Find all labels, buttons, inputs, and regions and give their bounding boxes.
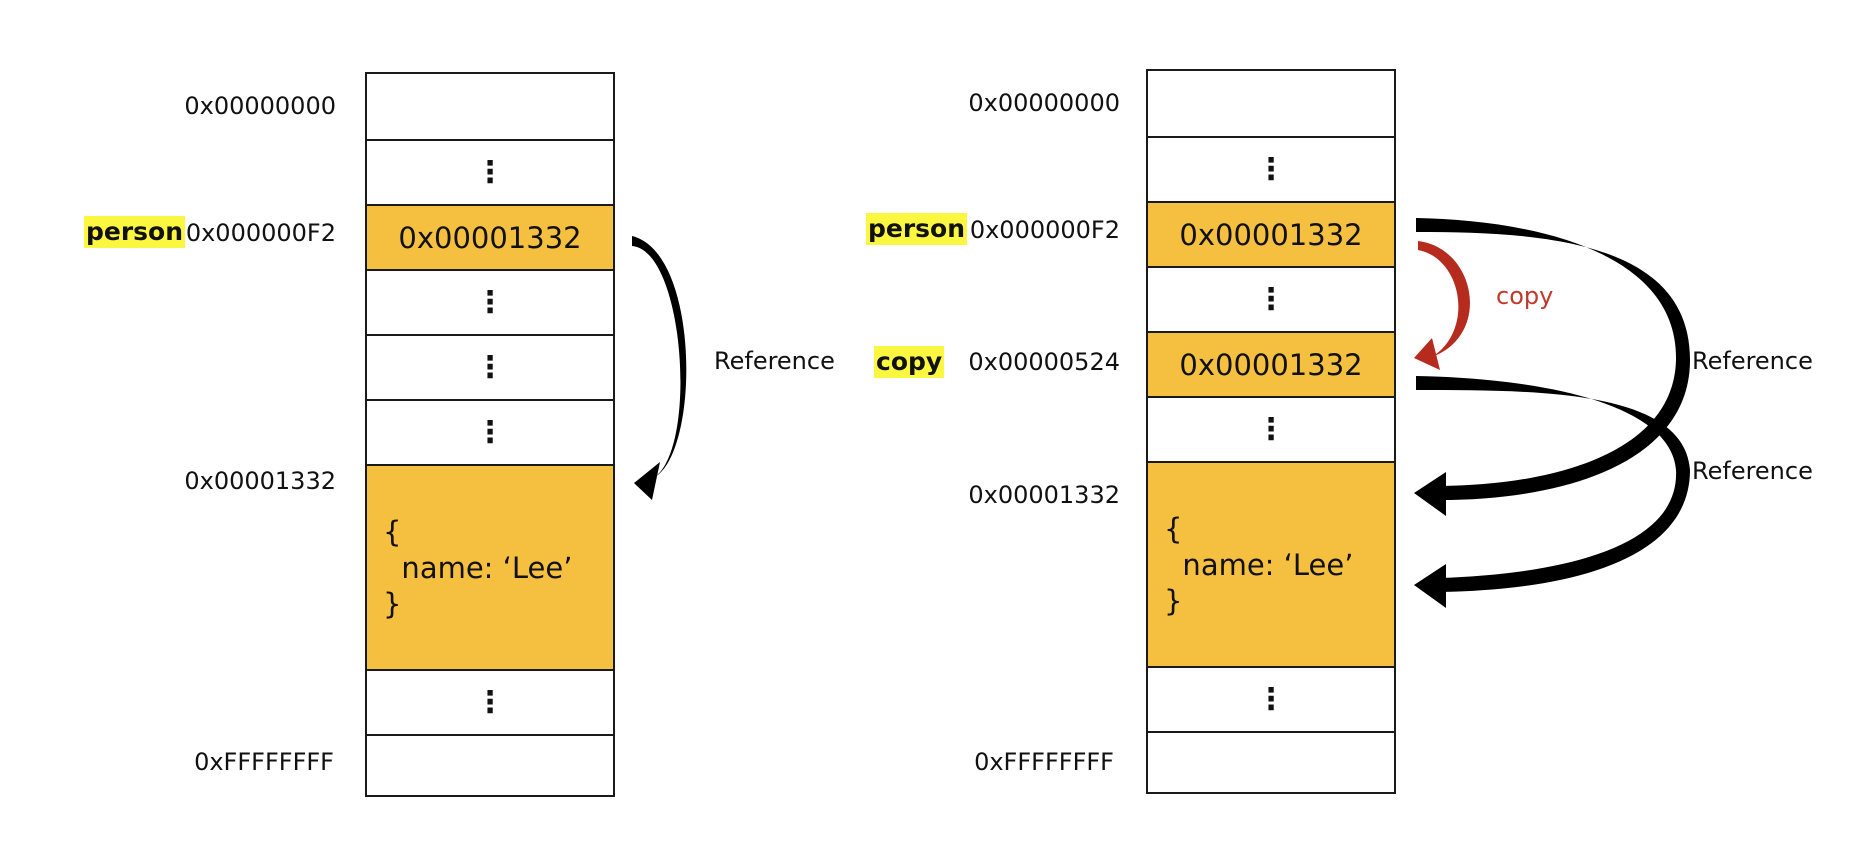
left-cell-object: { name: ‘Lee’ }	[367, 464, 613, 669]
right-reference-label-person: Reference	[1692, 347, 1813, 375]
object-literal: { name: ‘Lee’ }	[383, 514, 573, 621]
left-cell-4: ⋮	[367, 334, 613, 399]
left-reference-arrowhead	[634, 462, 660, 500]
right-cell-1: ⋮	[1148, 136, 1394, 201]
right-variable-copy: copy	[874, 346, 945, 378]
left-cell-7: ⋮	[367, 669, 613, 734]
vertical-ellipsis: ⋮	[475, 349, 505, 385]
left-reference-label: Reference	[714, 347, 835, 375]
left-cell-5: ⋮	[367, 399, 613, 464]
vertical-ellipsis: ⋮	[1256, 151, 1286, 187]
right-cell-copy-value: 0x00001332	[1148, 331, 1394, 396]
copy-label: copy	[1496, 282, 1554, 310]
right-memory-column: ⋮ 0x00001332 ⋮ 0x00001332 ⋮ { name: ‘Lee…	[1146, 69, 1396, 794]
right-cell-0	[1148, 71, 1394, 136]
left-variable-person: person	[84, 216, 186, 248]
right-cell-3: ⋮	[1148, 266, 1394, 331]
person-reference-arrow	[1416, 218, 1690, 500]
copy-reference-arrow	[1416, 376, 1690, 592]
right-address-copy: 0x00000524	[968, 348, 1120, 376]
vertical-ellipsis: ⋮	[1256, 681, 1286, 717]
copy-arrowhead	[1414, 338, 1440, 370]
right-address-object: 0x00001332	[968, 481, 1120, 509]
vertical-ellipsis: ⋮	[475, 284, 505, 320]
right-reference-label-copy: Reference	[1692, 457, 1813, 485]
right-cell-person-value: 0x00001332	[1148, 201, 1394, 266]
left-address-person: 0x000000F2	[185, 219, 336, 247]
vertical-ellipsis: ⋮	[475, 154, 505, 190]
vertical-ellipsis: ⋮	[475, 684, 505, 720]
left-reference-arrow	[632, 236, 687, 477]
right-cell-object: { name: ‘Lee’ }	[1148, 461, 1394, 666]
right-cell-7: ⋮	[1148, 666, 1394, 731]
right-address-end: 0xFFFFFFFF	[974, 748, 1114, 776]
right-cell-8	[1148, 731, 1394, 792]
left-cell-8	[367, 734, 613, 795]
copy-reference-arrowhead	[1414, 564, 1446, 608]
vertical-ellipsis: ⋮	[475, 414, 505, 450]
left-cell-3: ⋮	[367, 269, 613, 334]
right-address-person: 0x000000F2	[969, 216, 1120, 244]
copy-arrow	[1418, 241, 1470, 357]
left-address-object: 0x00001332	[184, 467, 336, 495]
right-address-start: 0x00000000	[968, 89, 1120, 117]
person-reference-arrowhead	[1414, 472, 1446, 516]
left-cell-person-value: 0x00001332	[367, 204, 613, 269]
left-address-end: 0xFFFFFFFF	[194, 748, 334, 776]
left-memory-column: ⋮ 0x00001332 ⋮ ⋮ ⋮ { name: ‘Lee’ } ⋮	[365, 72, 615, 797]
left-cell-1: ⋮	[367, 139, 613, 204]
left-address-start: 0x00000000	[184, 92, 336, 120]
left-cell-0	[367, 74, 613, 139]
object-literal: { name: ‘Lee’ }	[1164, 511, 1354, 618]
right-variable-person: person	[866, 213, 968, 245]
vertical-ellipsis: ⋮	[1256, 411, 1286, 447]
vertical-ellipsis: ⋮	[1256, 281, 1286, 317]
right-cell-5: ⋮	[1148, 396, 1394, 461]
